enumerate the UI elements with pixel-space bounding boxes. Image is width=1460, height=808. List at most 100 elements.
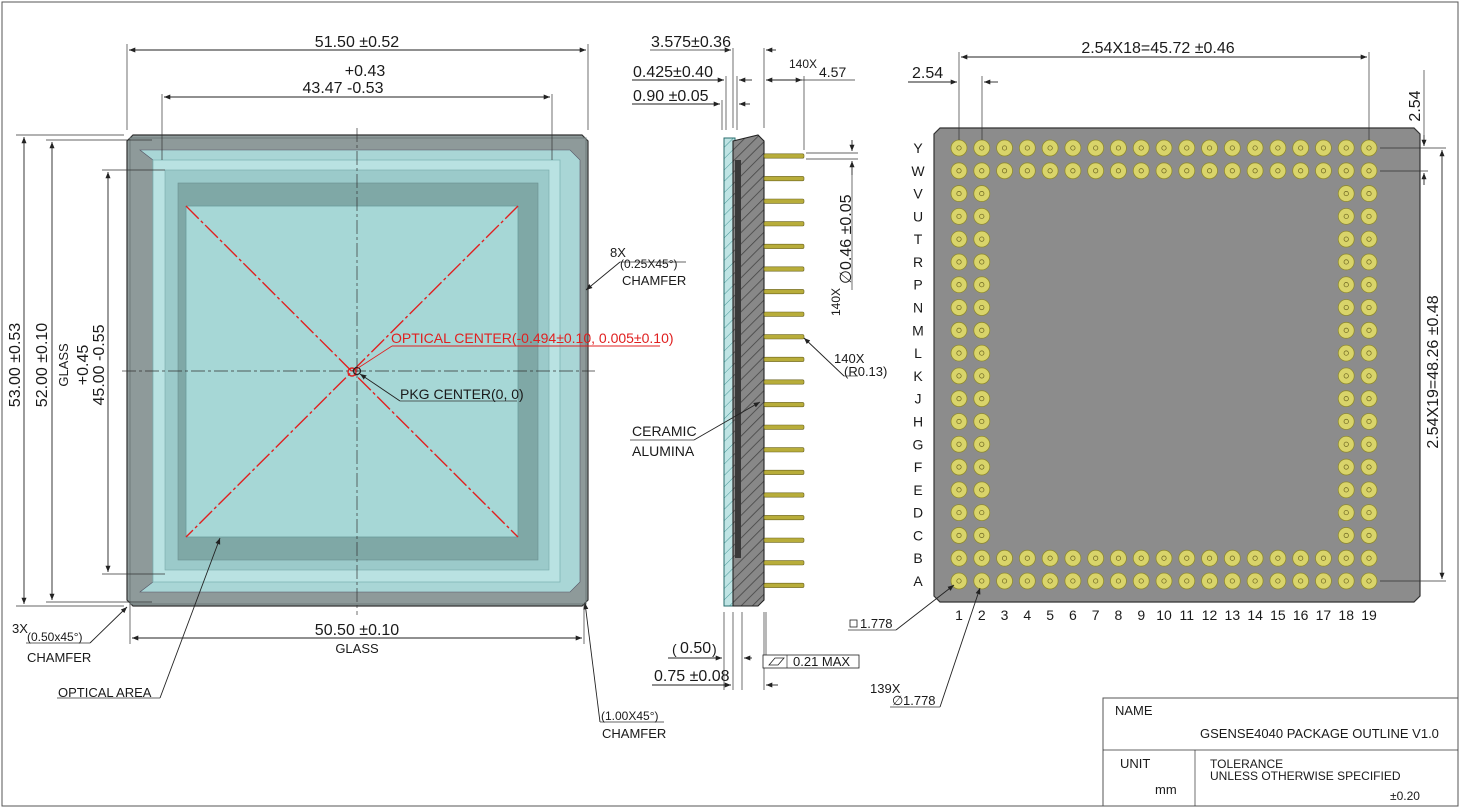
- pin-pad-center: [1229, 578, 1235, 584]
- pin-pad: [1018, 549, 1036, 567]
- pin-pad-center: [979, 578, 985, 584]
- pin-pad-center: [1229, 168, 1235, 174]
- pin-pad-center: [956, 350, 962, 356]
- pin-pad: [996, 162, 1013, 180]
- pin-radius-count: 140X: [834, 351, 865, 366]
- pin-pad: [950, 230, 968, 248]
- pin-pad-center: [1298, 555, 1304, 561]
- pin-pad: [973, 276, 991, 294]
- pin-pad-center: [956, 213, 962, 219]
- pin-pad-center: [979, 532, 985, 538]
- chamfer-corner-label: CHAMFER: [27, 650, 91, 665]
- pin-pad: [1360, 435, 1378, 453]
- pin-pad-center: [1343, 532, 1349, 538]
- pin-pad-center: [1366, 396, 1372, 402]
- pin-pad: [1337, 413, 1355, 430]
- col-label: 15: [1270, 607, 1286, 623]
- row-label: W: [911, 163, 925, 179]
- pin-pad-center: [1343, 555, 1349, 561]
- pin-pad-center: [1343, 191, 1349, 197]
- pin-pad-center: [956, 191, 962, 197]
- pin-pad: [1110, 549, 1127, 567]
- pin-pad-center: [956, 373, 962, 379]
- pin-pad: [1360, 162, 1378, 180]
- pin-pad-center: [1229, 555, 1235, 561]
- pin-pad-center: [1320, 168, 1326, 174]
- pin-pad: [1201, 162, 1218, 180]
- pin-pad-center: [1366, 191, 1372, 197]
- pin-pad: [1041, 162, 1059, 180]
- pin-pad: [1360, 253, 1378, 271]
- chamfer-big-size: (1.00X45°): [601, 709, 659, 723]
- pin-pad-center: [1366, 304, 1372, 311]
- row-label: E: [913, 482, 922, 498]
- material-ceramic: CERAMIC: [632, 423, 697, 439]
- row-label: Y: [913, 140, 923, 156]
- pin-pad-center: [1275, 168, 1281, 174]
- pin-pad-center: [1298, 578, 1304, 584]
- pin-pad-center: [1320, 555, 1326, 561]
- pin-pad: [1292, 572, 1310, 590]
- ref-bracket-left: (: [672, 641, 677, 657]
- pin-pad-center: [1366, 510, 1372, 516]
- side-pin: [763, 447, 805, 453]
- pin-pad-center: [1161, 555, 1167, 561]
- pin-pad: [1337, 504, 1355, 522]
- col-label: 14: [1247, 607, 1263, 623]
- pin-pad-center: [956, 396, 962, 402]
- pin-pad: [1223, 572, 1241, 590]
- pin-pad-center: [1366, 213, 1372, 219]
- pin-pad-center: [1298, 168, 1304, 174]
- pin-pad: [1178, 549, 1196, 567]
- row-label: H: [913, 413, 923, 429]
- col-label: 3: [1001, 607, 1009, 623]
- pin-pad: [1155, 549, 1173, 567]
- pin-pad: [973, 572, 991, 590]
- pin-pad-center: [1320, 145, 1326, 151]
- pin-pad-center: [1252, 168, 1258, 174]
- pin-pad-center: [1275, 145, 1281, 151]
- pin-pad-center: [956, 304, 962, 311]
- pin-pad: [950, 549, 968, 567]
- pin-pad: [1201, 572, 1218, 590]
- unit-label: UNIT: [1120, 756, 1150, 771]
- row-label: N: [913, 300, 923, 316]
- pin-pad: [1337, 344, 1355, 362]
- dim-width: 51.50 ±0.52: [315, 34, 400, 51]
- row-label: F: [914, 459, 923, 475]
- col-label: 8: [1115, 607, 1123, 623]
- pin-pad-center: [979, 555, 985, 561]
- pin-diameter-symbol: ∅: [838, 270, 855, 284]
- pin-pad-center: [1366, 418, 1372, 425]
- flatness-value: 0.21 MAX: [793, 654, 850, 669]
- chamfer-small-label: CHAMFER: [622, 273, 686, 288]
- pin-pad: [950, 413, 968, 430]
- pad-count: 139X: [870, 681, 901, 696]
- pin-pad: [1292, 162, 1310, 180]
- pin-pad-center: [1343, 396, 1349, 402]
- pin-pad: [1018, 162, 1036, 180]
- pin-pad: [996, 549, 1013, 567]
- pin-pad: [1064, 139, 1082, 157]
- pin-pad-center: [1138, 145, 1144, 151]
- material-alumina: ALUMINA: [632, 443, 695, 459]
- pin-pad-center: [1343, 350, 1349, 356]
- pin-pad: [1269, 549, 1287, 567]
- side-pin: [763, 311, 805, 317]
- pin-pad: [1337, 572, 1355, 590]
- pin-pad-center: [956, 236, 962, 242]
- dim-pitch-total-vertical: 2.54X19=48.26 ±0.48: [1425, 295, 1442, 448]
- side-pin: [763, 582, 805, 588]
- row-label: G: [913, 436, 924, 452]
- tolerance-value: ±0.20: [1390, 789, 1420, 803]
- pin-pad-center: [1002, 555, 1008, 561]
- pin-pad: [973, 162, 991, 180]
- pin-pad: [1337, 390, 1355, 408]
- glass-width-label: GLASS: [335, 641, 379, 656]
- pin-pad: [1110, 139, 1127, 157]
- pin-pad-center: [1343, 510, 1349, 516]
- pin-pad: [973, 253, 991, 271]
- name-value: GSENSE4040 PACKAGE OUTLINE V1.0: [1200, 726, 1439, 741]
- pin-length: 4.57: [819, 64, 846, 80]
- pin-pad: [1337, 435, 1355, 453]
